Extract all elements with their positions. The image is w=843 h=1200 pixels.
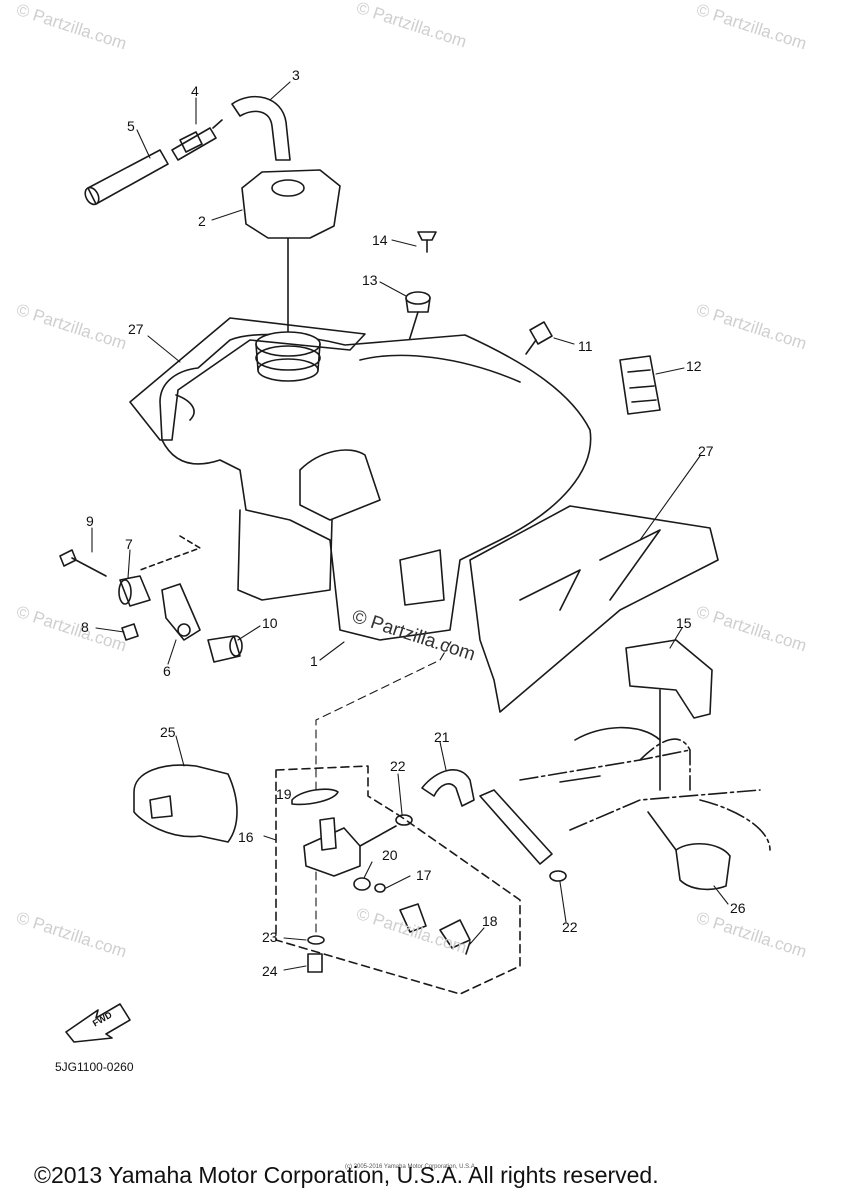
part-20-seal[interactable]	[353, 877, 371, 891]
part-27-decal-left[interactable]	[129, 317, 366, 441]
part-12-clip[interactable]	[619, 355, 661, 415]
part-27-decal-right[interactable]	[469, 505, 719, 713]
callout-14: 14	[372, 232, 388, 248]
fwd-arrow-icon	[65, 1003, 131, 1043]
callout-23: 23	[262, 929, 278, 945]
connection-line	[315, 639, 453, 933]
part-18-plate[interactable]	[439, 919, 471, 955]
callout-25: 25	[160, 724, 176, 740]
callout-26: 26	[730, 900, 746, 916]
callout-22-lower: 22	[562, 919, 578, 935]
part-16-assembly-outline	[275, 765, 521, 995]
part-19-gasket[interactable]	[291, 788, 339, 806]
part-25-cover[interactable]	[133, 764, 238, 843]
part-10-collar[interactable]	[207, 635, 243, 663]
callout-10: 10	[262, 615, 278, 631]
callout-11: 11	[578, 338, 593, 354]
callout-1: 1	[310, 653, 318, 669]
callout-18: 18	[482, 913, 498, 929]
callout-21: 21	[434, 729, 450, 745]
part-14-screw[interactable]	[417, 231, 437, 253]
callout-6: 6	[163, 663, 171, 679]
callout-22-upper: 22	[390, 758, 406, 774]
callout-3: 3	[292, 67, 300, 83]
diagram-code: 5JG1100-0260	[55, 1060, 134, 1074]
part-17-lever[interactable]	[399, 903, 427, 933]
callout-15: 15	[676, 615, 692, 631]
callout-9: 9	[86, 513, 94, 529]
part-1-fuel-tank[interactable]	[159, 333, 592, 641]
callout-17: 17	[416, 867, 432, 883]
callout-27-left: 27	[128, 321, 144, 337]
frame-context	[519, 738, 771, 851]
callout-2: 2	[198, 213, 206, 229]
callout-27-right: 27	[698, 443, 714, 459]
part-5-hose[interactable]	[82, 149, 169, 207]
callout-20: 20	[382, 847, 398, 863]
part-23-washer[interactable]	[307, 935, 325, 945]
part-6-bracket[interactable]	[161, 583, 201, 641]
callout-7: 7	[125, 536, 133, 552]
callout-5: 5	[127, 118, 135, 134]
frame-tube	[559, 726, 661, 783]
part-11-bolt[interactable]	[525, 321, 553, 355]
part-15-guard[interactable]	[625, 639, 713, 791]
fine-print: (c) 2005-2016 Yamaha Motor Corporation, …	[345, 1164, 477, 1170]
part-16-fuel-cock[interactable]	[303, 817, 397, 877]
part-21-hose[interactable]	[421, 769, 553, 865]
part-9-bolt[interactable]	[59, 549, 107, 577]
part-26-band[interactable]	[647, 811, 731, 891]
callout-4: 4	[191, 83, 199, 99]
guide-line	[139, 535, 201, 571]
callout-16: 16	[238, 829, 254, 845]
callout-24: 24	[262, 963, 278, 979]
callout-19: 19	[276, 786, 292, 802]
part-8-bolt[interactable]	[121, 623, 139, 641]
callout-12: 12	[686, 358, 702, 374]
part-22-clip-upper[interactable]	[395, 814, 413, 826]
part-17-oring[interactable]	[374, 883, 386, 893]
part-4-valve[interactable]	[171, 119, 223, 161]
part-2-fuel-cap[interactable]	[241, 169, 341, 339]
part-22-clip-lower[interactable]	[549, 870, 567, 882]
copyright-notice: ©2013 Yamaha Motor Corporation, U.S.A. A…	[34, 1162, 659, 1188]
part-3-hose[interactable]	[231, 95, 291, 161]
callout-8: 8	[81, 619, 89, 635]
part-24-bolt[interactable]	[307, 953, 323, 973]
part-7-damper[interactable]	[118, 575, 151, 607]
callout-13: 13	[362, 272, 378, 288]
leader-lines	[91, 81, 729, 971]
